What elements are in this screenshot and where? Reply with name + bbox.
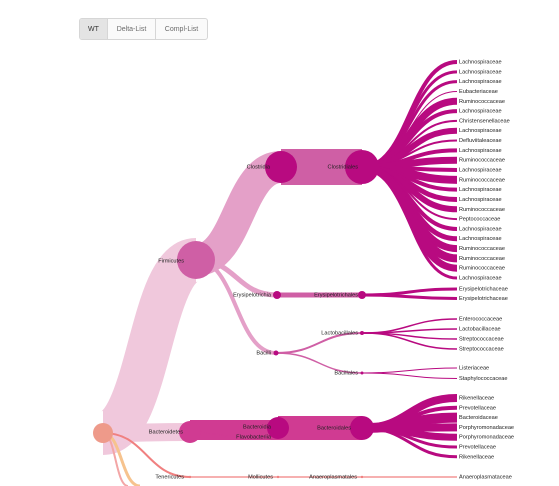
- label-family: Lachnospiraceae: [459, 276, 502, 282]
- link-bacilli-bacillales: [275, 352, 363, 374]
- label-family: Ruminococcaceae: [459, 266, 505, 272]
- label-family: Porphyromonadaceae: [459, 435, 514, 441]
- label-family: Lachnospiraceae: [459, 148, 502, 154]
- node-bacteroidetes[interactable]: [179, 421, 201, 443]
- label-family: Lachnospiraceae: [459, 59, 502, 65]
- label-family: Peptococcaceae: [459, 217, 500, 223]
- link-leaf-lactobacillales-1: [361, 328, 458, 334]
- label-family: Lachnospiraceae: [459, 168, 502, 174]
- label-bacteroidia: Bacteroidia: [243, 424, 272, 430]
- node-tenericutes[interactable]: [188, 475, 192, 479]
- label-family: Ruminococcaceae: [459, 158, 505, 164]
- label-family: Defluviitaleaceae: [459, 138, 502, 144]
- link-root-bacteroidetes: [102, 423, 191, 442]
- link-root-firmicutes: [98, 238, 201, 455]
- link-bacilli-lactobacillales: [275, 332, 363, 354]
- label-erysipelotrichia: Erysipelotrichia: [233, 292, 272, 298]
- link-leaf-lactobacillales-3: [361, 332, 458, 350]
- node-bacilli[interactable]: [273, 350, 279, 356]
- view-tabs: WT Delta-List Compl-List: [79, 18, 208, 40]
- tab-compl-list[interactable]: Compl-List: [164, 25, 199, 33]
- label-family: Bacteroidaceae: [459, 415, 498, 421]
- node-bacteroidales[interactable]: [350, 416, 374, 440]
- tab-wt[interactable]: WT: [80, 19, 108, 39]
- label-family: Ruminococcaceae: [459, 246, 505, 252]
- label-family: Lachnospiraceae: [459, 236, 502, 242]
- link-root-tenericutes: [102, 432, 191, 478]
- node-root[interactable]: [93, 423, 113, 443]
- label-flavobacteriia: Flavobacteriia: [236, 434, 272, 440]
- node-erysipelotrichales[interactable]: [358, 291, 366, 299]
- label-clostridiales: Clostridiales: [328, 164, 359, 170]
- label-clostridia: Clostridia: [247, 164, 271, 170]
- label-bacilli: Bacilli: [256, 350, 271, 356]
- label-tenericutes: Tenericutes: [155, 474, 184, 480]
- label-family: Christensenellaceae: [459, 118, 510, 124]
- label-bacteroidetes: Bacteroidetes: [149, 429, 183, 435]
- node-bacteroidia[interactable]: [267, 417, 289, 439]
- link-leaf-bacillales-0: [361, 367, 458, 374]
- label-bacillales: Bacillales: [334, 370, 358, 376]
- label-family: Prevotellaceae: [459, 405, 496, 411]
- label-family: Lachnospiraceae: [459, 109, 502, 115]
- tab-delta-list[interactable]: Delta-List: [108, 19, 156, 39]
- node-firmicutes[interactable]: [177, 241, 215, 279]
- node-erysipelotrichia[interactable]: [273, 291, 281, 299]
- label-family: Lachnospiraceae: [459, 187, 502, 193]
- label-anaeroplasmatales: Anaeroplasmatales: [309, 474, 357, 480]
- label-family: Rikenellaceae: [459, 454, 494, 460]
- label-family: Ruminococcaceae: [459, 177, 505, 183]
- label-family: Lachnospiraceae: [459, 197, 502, 203]
- label-firmicutes: Firmicutes: [158, 258, 184, 264]
- label-family: Ruminococcaceae: [459, 207, 505, 213]
- label-family: Eubacteriaceae: [459, 89, 498, 95]
- label-family: Lactobacillaceae: [459, 326, 501, 332]
- label-family: Enterococcaceae: [459, 316, 502, 322]
- node-bacillales[interactable]: [360, 371, 364, 375]
- label-family: Staphylococcaceae: [459, 376, 508, 382]
- label-family: Lachnospiraceae: [459, 226, 502, 232]
- label-family: Erysipelotrichaceae: [459, 296, 508, 302]
- node-clostridiales[interactable]: [345, 150, 379, 184]
- label-erysipelotrichales: Erysipelotrichales: [314, 292, 358, 298]
- label-family: Porphyromonadaceae: [459, 425, 514, 431]
- node-lactobacillales[interactable]: [360, 331, 364, 335]
- label-family: Streptococcaceae: [459, 346, 504, 352]
- label-family: Lachnospiraceae: [459, 128, 502, 134]
- label-family: Streptococcaceae: [459, 336, 504, 342]
- label-family: Lachnospiraceae: [459, 79, 502, 85]
- label-family: Anaeroplasmataceae: [459, 474, 512, 480]
- link-leaf-erysipelotrichales-1: [361, 293, 458, 300]
- label-lactobacillales: Lactobacillales: [321, 330, 358, 336]
- label-family: Prevotellaceae: [459, 444, 496, 450]
- link-leaf-bacteroidales-6: [361, 426, 458, 459]
- label-bacteroidales: Bacteroidales: [317, 425, 351, 431]
- node-anaeroplasmatales[interactable]: [360, 475, 364, 479]
- label-family: Rikenellaceae: [459, 395, 494, 401]
- tree-labels: Firmicutes Clostridia ClostridialesErysipe…: [149, 59, 514, 480]
- link-leaf-bacillales-1: [361, 372, 458, 379]
- tree-nodes: [93, 150, 379, 479]
- label-family: Ruminococcaceae: [459, 256, 505, 262]
- label-mollicutes: Mollicutes: [248, 474, 273, 480]
- node-mollicutes[interactable]: [276, 475, 280, 479]
- label-family: Listeriaceae: [459, 365, 489, 371]
- label-family: Lachnospiraceae: [459, 69, 502, 75]
- node-clostridia[interactable]: [265, 151, 297, 183]
- label-family: Erysipelotrichaceae: [459, 286, 508, 292]
- label-family: Ruminococcaceae: [459, 99, 505, 105]
